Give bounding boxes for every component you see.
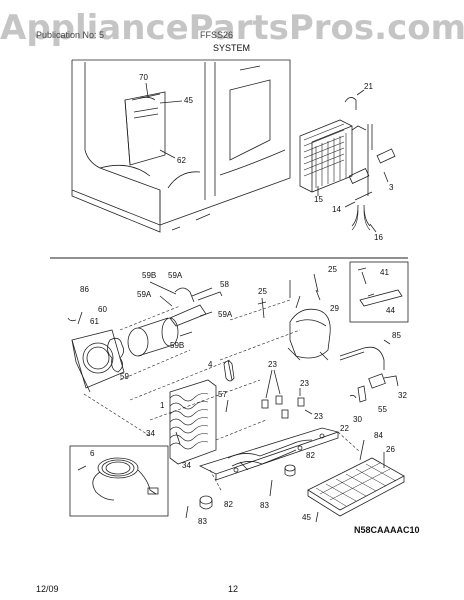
callout-34-bottom: 34 bbox=[182, 461, 191, 470]
callout-16: 16 bbox=[374, 233, 383, 242]
callout-14: 14 bbox=[332, 205, 341, 214]
model-label: FFSS26 bbox=[200, 30, 234, 40]
callout-29: 29 bbox=[330, 304, 339, 313]
callout-32: 32 bbox=[398, 391, 407, 400]
callout-60: 60 bbox=[98, 305, 107, 314]
callout-labels-upper: 70 45 62 21 15 3 14 16 bbox=[139, 73, 394, 242]
callout-59b-bottom: 59B bbox=[170, 341, 184, 350]
callout-3: 3 bbox=[389, 183, 394, 192]
callout-83-left: 83 bbox=[198, 517, 207, 526]
callout-15: 15 bbox=[314, 195, 323, 204]
callout-23-right: 23 bbox=[314, 412, 323, 421]
callout-82-left: 82 bbox=[224, 500, 233, 509]
section-title: SYSTEM bbox=[213, 43, 251, 53]
callout-59b-top: 59B bbox=[142, 271, 156, 280]
inset-box-drawing bbox=[349, 261, 409, 323]
callout-1: 1 bbox=[160, 401, 165, 410]
callout-82-right: 82 bbox=[306, 451, 315, 460]
tube-drawing bbox=[339, 339, 399, 403]
callout-58: 58 bbox=[220, 280, 229, 289]
callout-41: 41 bbox=[380, 268, 389, 277]
callout-62: 62 bbox=[177, 156, 186, 165]
callout-4: 4 bbox=[208, 360, 213, 369]
callout-70: 70 bbox=[139, 73, 148, 82]
assembly-guide-lines bbox=[83, 299, 361, 493]
watermark: AppliancePartsPros.com bbox=[0, 8, 464, 48]
callout-55: 55 bbox=[378, 405, 387, 414]
callout-45-bottom: 45 bbox=[302, 513, 311, 522]
callout-25-right: 25 bbox=[328, 265, 337, 274]
callout-83-mid: 83 bbox=[260, 501, 269, 510]
diagram-code: N58CAAAAC10 bbox=[354, 525, 420, 535]
callout-34-left: 34 bbox=[146, 429, 155, 438]
condenser-drawing bbox=[169, 359, 235, 465]
footer-date: 12/09 bbox=[36, 584, 59, 594]
page-number: 12 bbox=[228, 584, 239, 594]
drain-pan-drawing bbox=[307, 439, 405, 517]
callout-59a-left: 59A bbox=[137, 290, 152, 299]
compressor-drawing bbox=[257, 273, 331, 419]
callout-25-left: 25 bbox=[258, 287, 267, 296]
callout-44: 44 bbox=[386, 306, 395, 315]
evaporator-drawing bbox=[299, 89, 367, 196]
cabinet-drawing bbox=[71, 59, 291, 233]
callout-21: 21 bbox=[364, 82, 373, 91]
callout-84: 84 bbox=[374, 431, 383, 440]
callout-85: 85 bbox=[392, 331, 401, 340]
callout-61: 61 bbox=[90, 317, 99, 326]
callout-23-top: 23 bbox=[268, 360, 277, 369]
callout-59a-top: 59A bbox=[168, 271, 183, 280]
callout-86: 86 bbox=[80, 285, 89, 294]
publication-label: Publication No: 5 bbox=[36, 30, 105, 40]
callout-6: 6 bbox=[90, 449, 95, 458]
power-cord-drawing bbox=[69, 445, 169, 517]
heater-parts-drawing bbox=[344, 124, 396, 233]
callout-22: 22 bbox=[340, 424, 349, 433]
callout-23-mid: 23 bbox=[300, 379, 309, 388]
callout-59: 59 bbox=[120, 372, 129, 381]
callout-labels-lower: 86 60 61 59 59B 59A 59A 58 59A 59B 25 25… bbox=[80, 265, 407, 526]
callout-59a-right: 59A bbox=[218, 310, 233, 319]
base-pan-drawing bbox=[198, 427, 340, 481]
callout-26: 26 bbox=[386, 445, 395, 454]
callout-45: 45 bbox=[184, 96, 193, 105]
fan-shroud-drawing bbox=[67, 281, 223, 393]
callout-30: 30 bbox=[353, 415, 362, 424]
fastener-parts-drawing bbox=[185, 461, 319, 523]
callout-57: 57 bbox=[218, 390, 227, 399]
